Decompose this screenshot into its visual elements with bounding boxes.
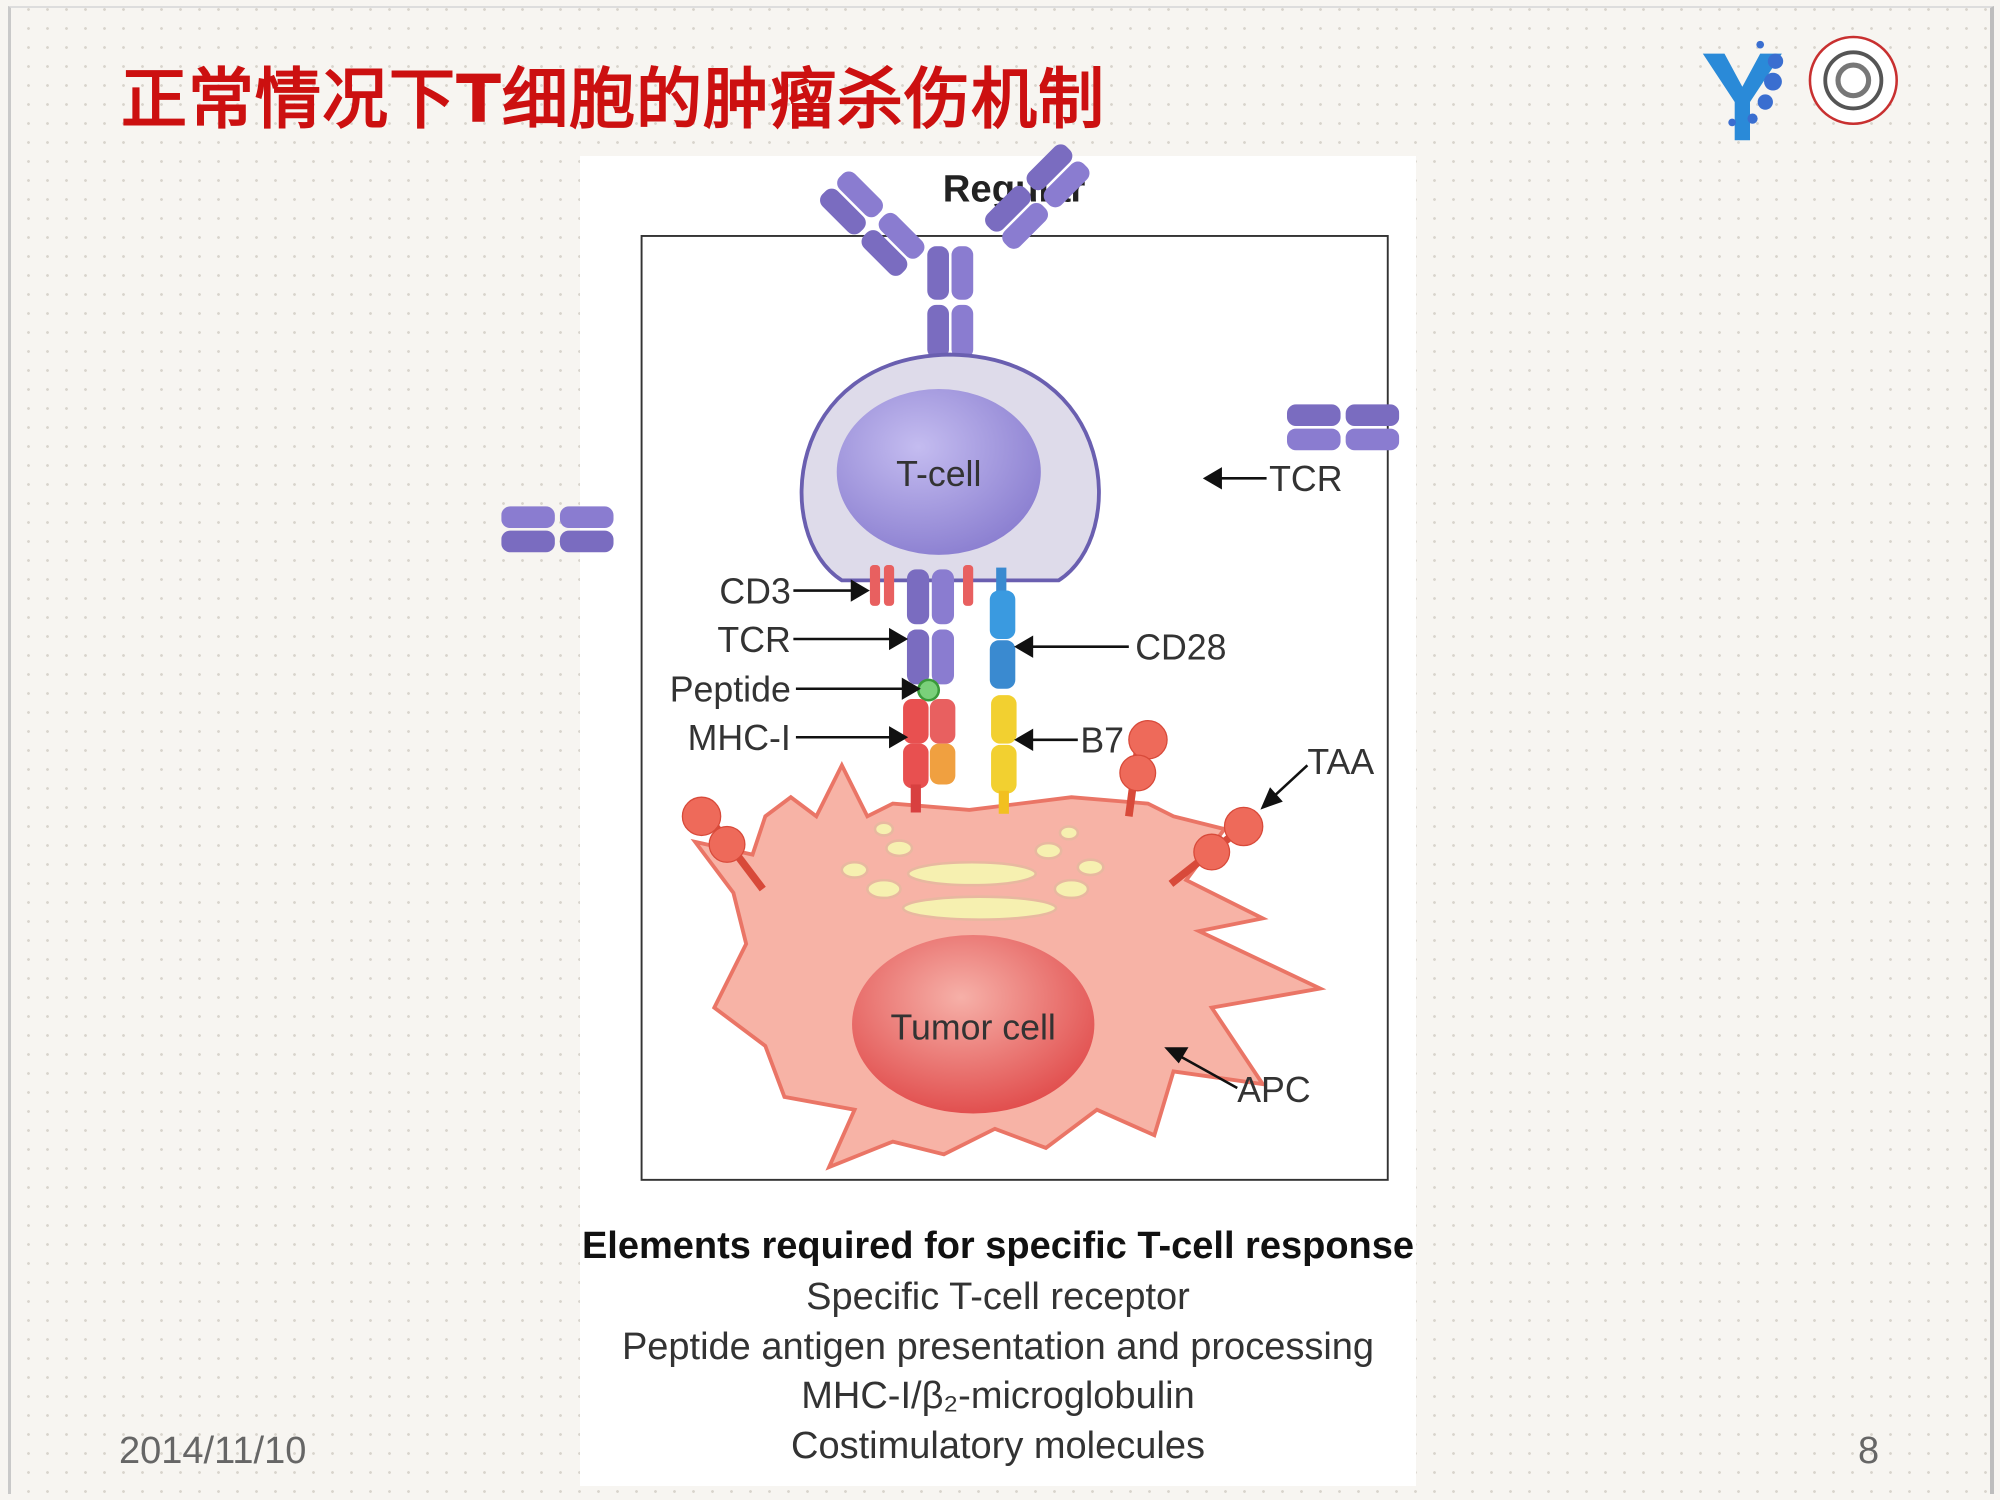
label-b7: B7 <box>1080 721 1124 761</box>
tumor-nucleus <box>852 934 1095 1114</box>
t-cell-nucleus <box>836 389 1041 555</box>
y-logo <box>1702 40 1784 141</box>
cd28 <box>989 567 1016 689</box>
taa-molecules <box>681 720 1264 892</box>
page-number: 8 <box>1858 1430 1880 1472</box>
label-cd28: CD28 <box>1135 627 1226 667</box>
caption-line: Costimulatory molecules <box>791 1425 1205 1467</box>
label-apc: APC <box>1237 1070 1310 1110</box>
b7 <box>991 695 1017 814</box>
label-peptide: Peptide <box>670 670 791 710</box>
label-tcr-top: TCR <box>1269 459 1342 499</box>
label-tcr: TCR <box>717 620 790 660</box>
cd3 <box>869 565 974 606</box>
caption-line: Peptide antigen presentation and process… <box>621 1326 1375 1368</box>
slide-frame <box>8 6 1994 1494</box>
tumor-label: Tumor cell <box>891 1008 1056 1048</box>
label-cd3: CD3 <box>719 571 790 611</box>
university-seal <box>1808 35 1898 125</box>
slide-date: 2014/11/10 <box>119 1430 307 1472</box>
caption-heading: Elements required for specific T-cell re… <box>581 1225 1415 1267</box>
t-cell-label: T-cell <box>896 454 981 494</box>
label-arrows <box>793 467 1309 1090</box>
peptide <box>917 678 941 702</box>
mhc-i <box>903 698 956 813</box>
slide-title: 正常情况下T细胞的肿瘤杀伤机制 <box>121 61 1106 138</box>
label-mhc-i: MHC-I <box>688 718 791 758</box>
er-organelle <box>840 821 1105 921</box>
caption-line: Specific T-cell receptor <box>806 1276 1190 1318</box>
caption-line: MHC-I/β₂-microglobulin <box>801 1375 1195 1417</box>
label-taa: TAA <box>1307 742 1374 782</box>
